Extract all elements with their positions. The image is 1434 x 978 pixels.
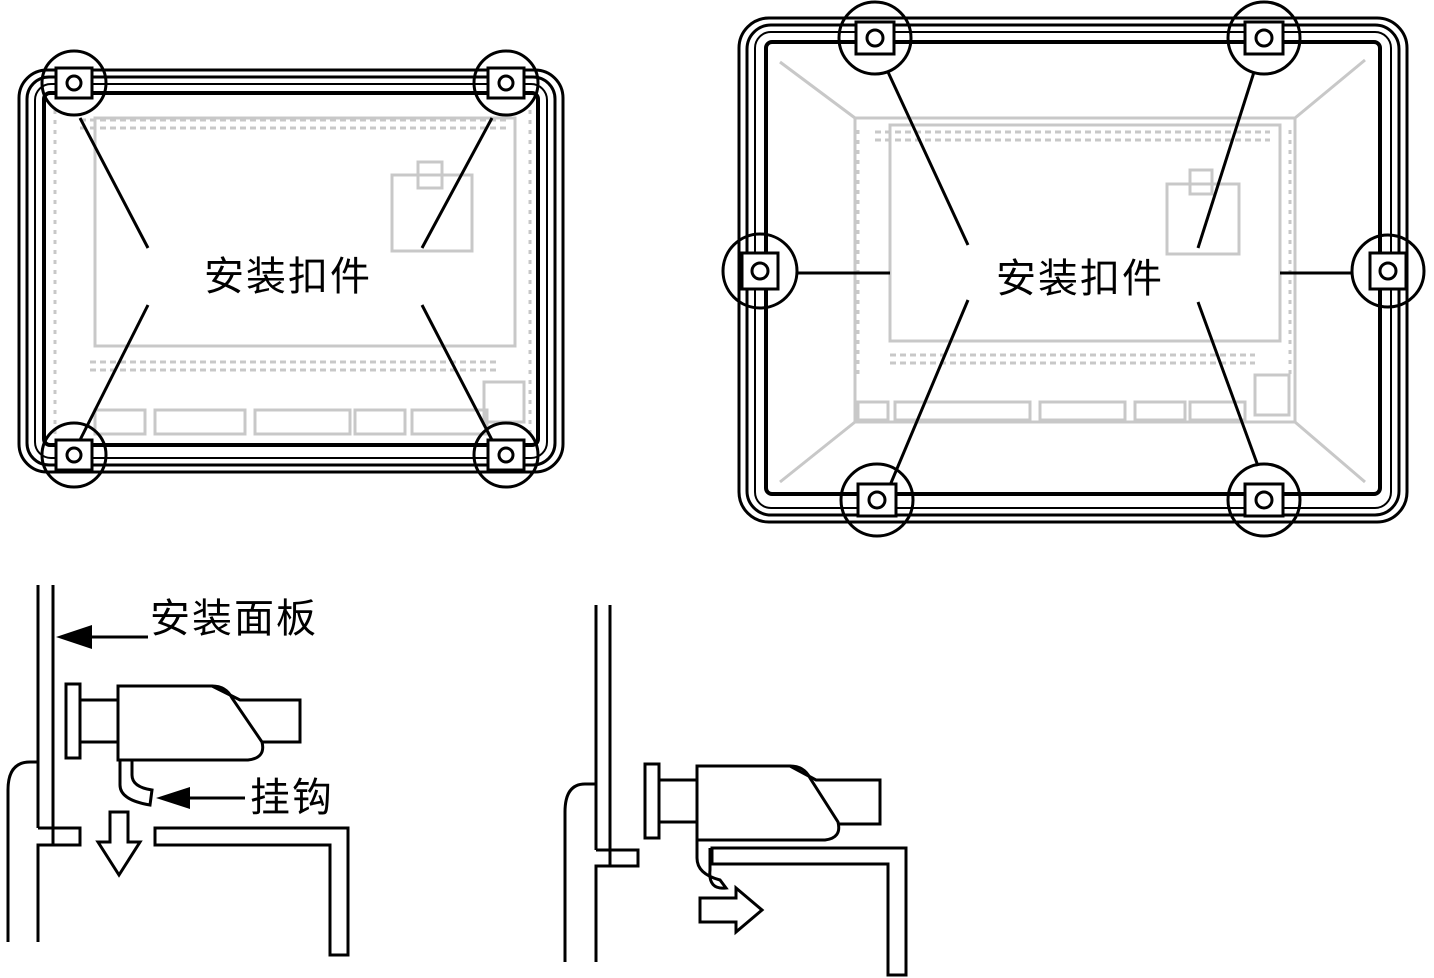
right-panel-internal-components [779,58,1366,484]
right-panel-figure [721,0,1426,538]
right-clip-bottom-left [839,462,915,538]
right-clip-top-right [1226,0,1302,76]
mount-panel-label: 安装面板 [150,596,318,642]
left-clip-bottom-right [472,421,540,489]
left-clip-top-right [472,49,540,117]
clip-insertion-detail [6,585,350,957]
clip-engaged-detail [563,605,908,977]
left-clip-bottom-left [40,421,108,489]
left-clip-leader-lines [78,117,494,441]
left-panel-figure [17,49,565,489]
right-clip-bottom-right [1226,462,1302,538]
left-clip-top-left [40,49,108,117]
hook-label: 挂钩 [250,775,334,821]
left-clips-label: 安装扣件 [204,254,372,300]
right-clip-middle-right [1350,233,1426,309]
right-clip-middle-left [721,232,799,310]
right-clip-top-left [837,0,913,76]
right-clips-label: 安装扣件 [996,256,1164,302]
left-panel-internal-components [53,110,532,440]
right-clip-leader-lines [798,71,1353,491]
